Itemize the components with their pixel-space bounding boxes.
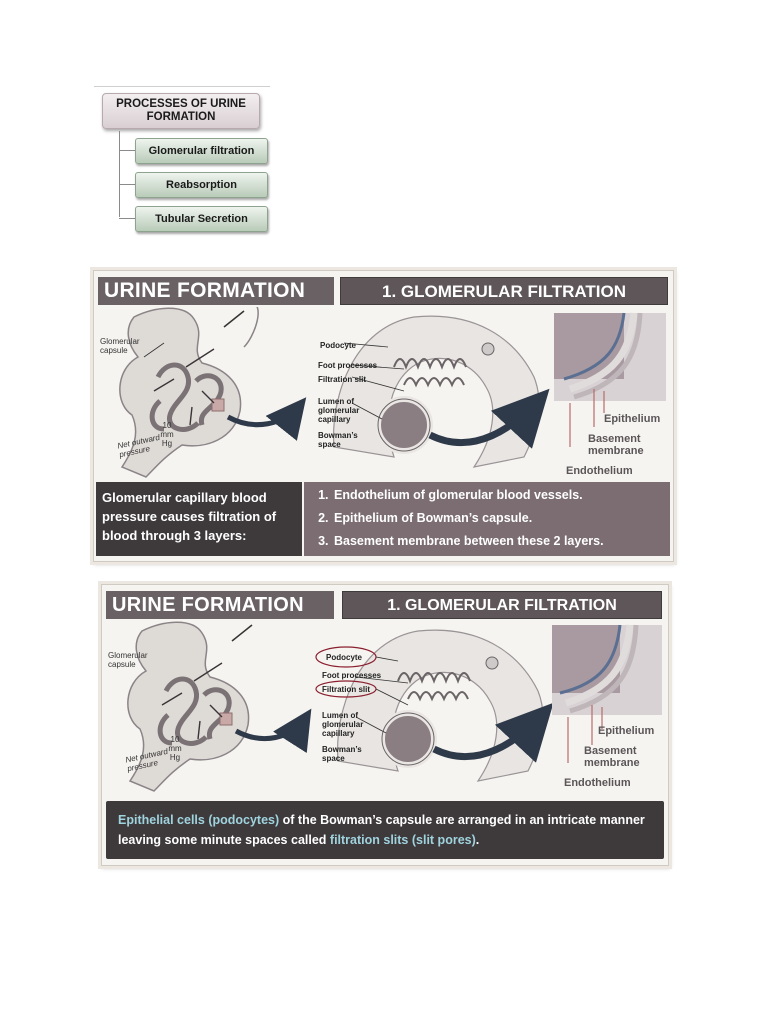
label-basement-membrane: Basement membrane <box>584 745 640 769</box>
glomerulus-illustration <box>127 621 662 792</box>
slide-subtitle: 1. GLOMERULAR FILTRATION <box>340 277 668 305</box>
layers-zoom-drawing <box>552 624 662 763</box>
filtration-diagram: Glomerular capsule 10 mm Hg Net outward … <box>94 302 673 479</box>
label-foot-processes: Foot processes <box>318 361 378 370</box>
label-epithelium: Epithelium <box>598 725 655 737</box>
caption-highlight: filtration slits (slit pores) <box>329 833 476 847</box>
label-epithelium: Epithelium <box>604 413 661 425</box>
label-endothelium: Endothelium <box>564 777 631 789</box>
label-lumen: Lumen of glomerular capillary <box>322 711 364 738</box>
arrow-to-layers <box>432 702 554 763</box>
connector-branch <box>119 184 135 185</box>
layer-item: Basement membrane between these 2 layers… <box>332 530 664 553</box>
bowman-capsule-drawing <box>336 629 544 782</box>
connector-branch <box>119 218 135 219</box>
layer-item: Epithelium of Bowman’s capsule. <box>332 507 664 530</box>
slide-filtration-slits: URINE FORMATION 1. GLOMERULAR FILTRATION <box>101 584 669 866</box>
processes-chart: PROCESSES OF URINE FORMATION Glomerular … <box>94 86 270 233</box>
arrow-to-capillary <box>226 397 307 441</box>
label-bowmans-space: Bowman’s space <box>318 431 358 449</box>
slide-filtration-layers: URINE FORMATION 1. GLOMERULAR FILTRATION <box>93 270 674 562</box>
arrow-to-layers <box>428 388 550 449</box>
caption-text: . <box>475 833 480 847</box>
glomerulus-drawing <box>127 621 253 792</box>
glomerulus-drawing <box>119 302 259 478</box>
processes-title: PROCESSES OF URINE FORMATION <box>102 93 260 129</box>
caption-text: of the Bowman’s capsule are arranged in … <box>118 813 645 847</box>
caption-highlight: Epithelial cells (podocytes) <box>118 813 280 827</box>
label-filtration-slit: Filtration slit <box>318 375 366 384</box>
podocyte-caption: Epithelial cells (podocytes) of the Bowm… <box>106 801 664 859</box>
layer-item: Endothelium of glomerular blood vessels. <box>332 484 664 507</box>
connector-branch <box>119 150 135 151</box>
label-podocyte: Podocyte <box>320 341 357 350</box>
label-bowmans-space: Bowman’s space <box>322 745 362 763</box>
process-item-secretion: Tubular Secretion <box>135 206 268 232</box>
label-filtration-slit: Filtration slit <box>322 685 370 694</box>
label-glomerular-capsule: Glomerular capsule <box>100 337 140 355</box>
bowman-capsule-drawing <box>332 315 540 468</box>
layers-zoom-drawing <box>554 312 666 447</box>
slide-title: URINE FORMATION <box>106 591 334 619</box>
label-pressure: 10 mm Hg <box>168 735 182 762</box>
label-pressure: 10 mm Hg <box>160 421 174 448</box>
label-podocyte: Podocyte <box>326 653 363 662</box>
filtration-diagram: Glomerular capsule 10 mm Hg Net outward … <box>102 621 668 797</box>
process-item-reabsorption: Reabsorption <box>135 172 268 198</box>
filtration-summary: Glomerular capillary blood pressure caus… <box>96 482 302 556</box>
glomerulus-illustration <box>119 302 666 478</box>
label-endothelium: Endothelium <box>566 465 633 477</box>
slide-title: URINE FORMATION <box>98 277 334 305</box>
slide-subtitle: 1. GLOMERULAR FILTRATION <box>342 591 662 619</box>
label-foot-processes: Foot processes <box>322 671 382 680</box>
label-lumen: Lumen of glomerular capillary <box>318 397 360 424</box>
connector-line <box>119 131 120 217</box>
process-item-filtration: Glomerular filtration <box>135 138 268 164</box>
layers-list: Endothelium of glomerular blood vessels.… <box>304 482 670 556</box>
label-glomerular-capsule: Glomerular capsule <box>108 651 148 669</box>
label-basement-membrane: Basement membrane <box>588 433 644 457</box>
arrow-to-capillary <box>234 708 312 754</box>
